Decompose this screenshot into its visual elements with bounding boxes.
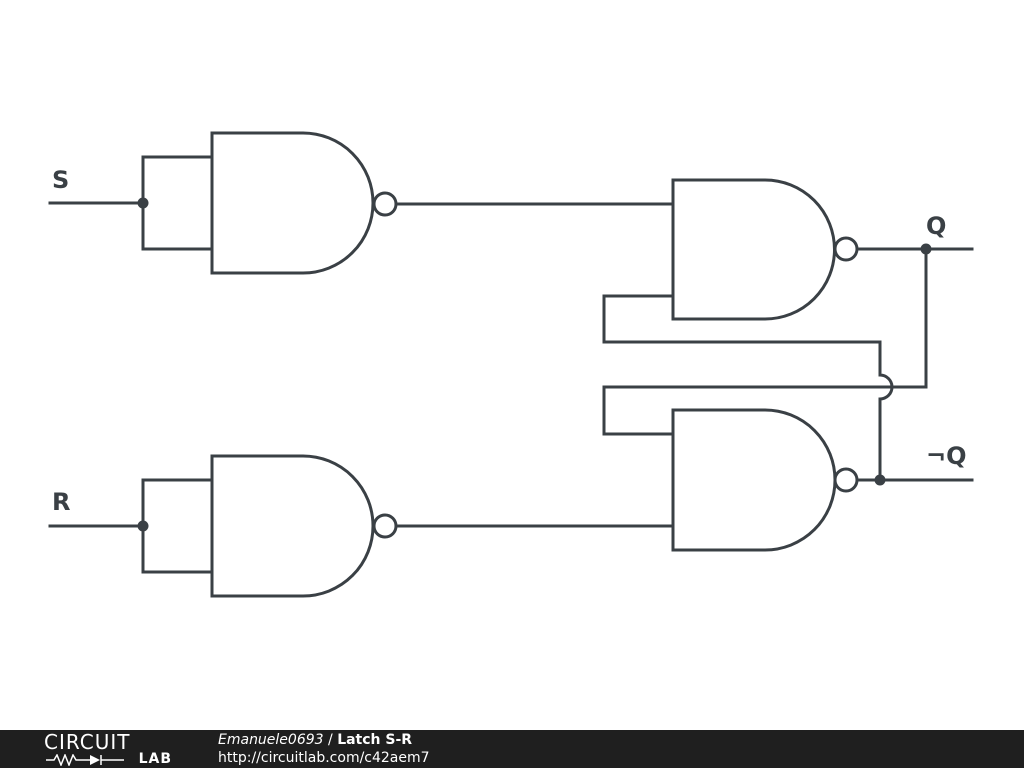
input-r-fork (141, 478, 213, 574)
logo-text-circuit: CIRCUIT (44, 730, 131, 754)
nand-gate-not-q-bubble (833, 467, 859, 493)
input-r-label: R (52, 488, 70, 516)
input-r-junction (137, 520, 149, 532)
not-q-output-net (602, 294, 974, 486)
resistor-diode-icon (46, 754, 124, 766)
footer-bar: CIRCUIT LAB Emanuele0693 / Latch S-R htt… (0, 730, 1024, 768)
q-junction (920, 243, 932, 255)
input-r-wiring (48, 478, 213, 574)
input-s-junction (137, 197, 149, 209)
input-s-wiring (48, 155, 213, 251)
circuitlab-logo[interactable]: CIRCUIT LAB (44, 732, 176, 768)
circuit-title[interactable]: Latch S-R (337, 732, 413, 748)
not-q-junction (874, 474, 886, 486)
circuit-credit: Emanuele0693 / Latch S-R (218, 732, 412, 748)
q-output-net (602, 243, 974, 436)
latch-schematic: S R Q ¬Q (48, 131, 974, 598)
nand-gate-q-bubble (833, 236, 859, 262)
nand-gate-r-bubble (372, 513, 398, 539)
logo-text-lab: LAB (138, 751, 172, 767)
credit-separator: / (323, 732, 338, 748)
input-s-label: S (52, 166, 69, 194)
nand-gate-s-bubble (372, 191, 398, 217)
nand-gate-q (671, 178, 859, 321)
output-not-q-label: ¬Q (926, 442, 967, 470)
nand-gate-r (210, 454, 398, 598)
q-feedback-wire (602, 247, 928, 436)
nand-gate-not-q (671, 408, 859, 552)
nand-gate-s (210, 131, 398, 275)
not-q-feedback-wire (602, 294, 894, 482)
output-q-label: Q (926, 212, 946, 240)
input-s-fork (141, 155, 213, 251)
circuit-url-link[interactable]: http://circuitlab.com/c42aem7 (218, 750, 430, 766)
author-link[interactable]: Emanuele0693 (218, 732, 324, 748)
